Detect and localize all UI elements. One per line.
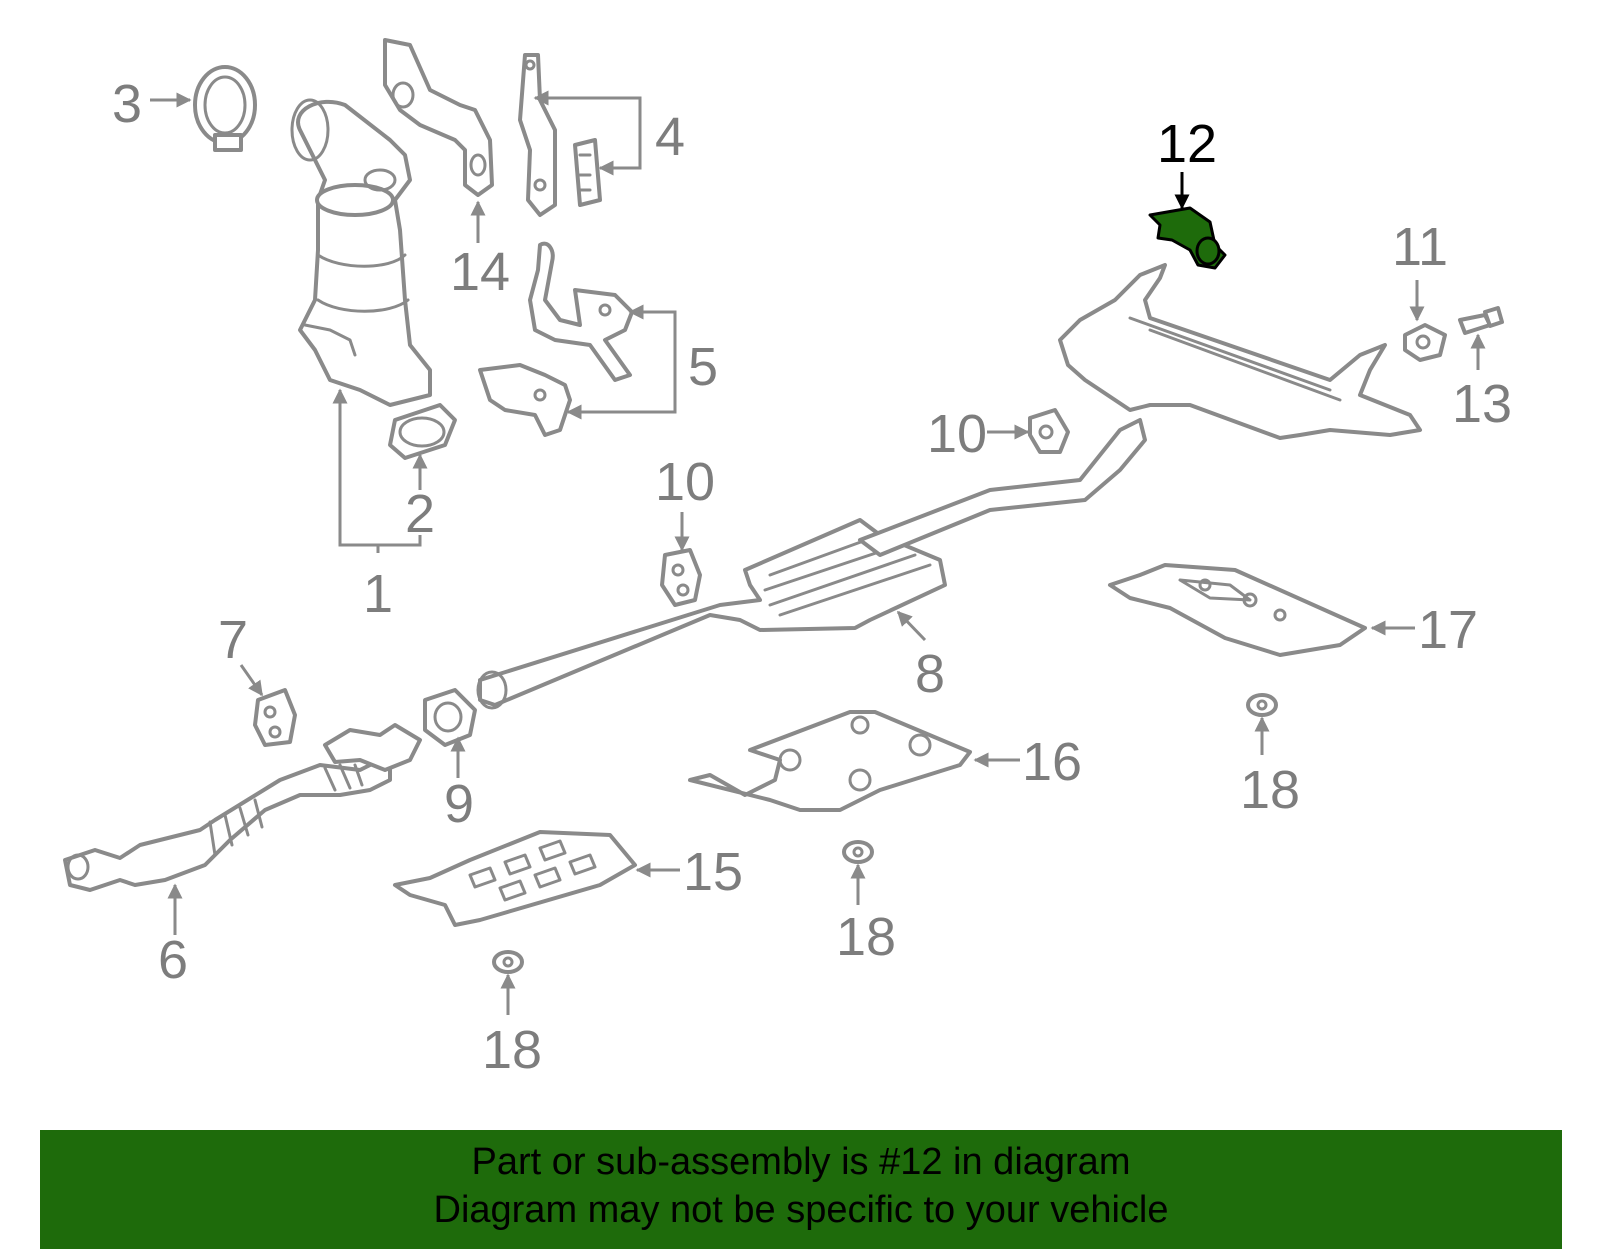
part-16-heat-shield[interactable]: [688, 710, 972, 812]
callout-7: 7: [218, 610, 248, 670]
callout-14: 14: [450, 242, 510, 302]
part-14-bracket[interactable]: [383, 38, 494, 197]
part-13-bolt[interactable]: [1458, 306, 1504, 335]
part-8-intermediate-pipe[interactable]: [476, 418, 1147, 710]
callout-5: 5: [688, 337, 718, 397]
part-4-brackets[interactable]: [518, 53, 602, 217]
callout-4: 4: [655, 107, 685, 167]
part-11-insulator[interactable]: [1403, 323, 1447, 362]
exhaust-parts-diagram: 3 4 14 5 2 1 7 10 10 8 9 6 15 16 17 11 1…: [63, 38, 1512, 1080]
banner-line-2: Diagram may not be specific to your vehi…: [433, 1189, 1169, 1231]
leader-lines: [150, 90, 1486, 1015]
callout-9: 9: [444, 774, 474, 834]
banner-line-1: Part or sub-assembly is #12 in diagram: [471, 1141, 1131, 1183]
callout-13: 13: [1452, 374, 1512, 434]
callout-15: 15: [683, 842, 743, 902]
part-17-heat-shield[interactable]: [1108, 563, 1367, 657]
callout-6: 6: [158, 930, 188, 990]
part-10-hanger-right[interactable]: [1028, 408, 1070, 454]
part-12-bracket-highlighted[interactable]: [1148, 206, 1227, 270]
callout-18-b: 18: [836, 907, 896, 967]
callout-10-right: 10: [927, 404, 987, 464]
callout-18-a: 18: [482, 1020, 542, 1080]
callout-11: 11: [1392, 217, 1448, 277]
callout-12-highlighted: 12: [1157, 114, 1217, 174]
part-18-fastener-a[interactable]: [492, 950, 524, 974]
part-1-catalytic-converter[interactable]: [290, 98, 432, 407]
part-2-gasket[interactable]: [388, 403, 457, 460]
part-10-hanger-left[interactable]: [660, 548, 702, 607]
callout-8: 8: [915, 644, 945, 704]
callout-1: 1: [363, 564, 393, 624]
callout-3: 3: [112, 74, 142, 134]
info-banner: Part or sub-assembly is #12 in diagram D…: [40, 1130, 1562, 1249]
callout-18-c: 18: [1240, 760, 1300, 820]
part-9-gasket[interactable]: [423, 688, 477, 747]
part-18-fastener-b[interactable]: [842, 840, 874, 864]
part-6-front-pipe[interactable]: [63, 723, 422, 892]
part-15-heat-shield[interactable]: [393, 830, 637, 927]
part-5-brackets[interactable]: [478, 241, 634, 437]
callout-2: 2: [405, 484, 435, 544]
callout-16: 16: [1022, 732, 1082, 792]
part-7-hanger[interactable]: [253, 688, 297, 747]
callout-17: 17: [1418, 600, 1478, 660]
part-18-fastener-c[interactable]: [1246, 693, 1278, 717]
callout-10-left: 10: [655, 452, 715, 512]
part-3-clamp[interactable]: [193, 65, 257, 152]
muffler-assembly[interactable]: [1058, 263, 1422, 440]
